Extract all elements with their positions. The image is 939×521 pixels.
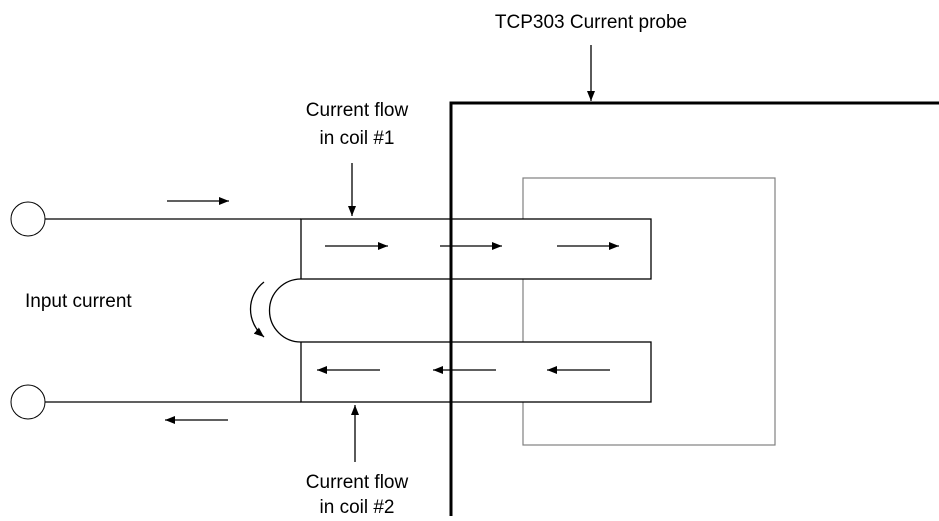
bend-flow-curved-arrow <box>250 281 265 338</box>
coil-u-bend <box>268 278 302 343</box>
probe-label: TCP303 Current probe <box>495 12 687 33</box>
coil-2 <box>300 341 652 403</box>
probe-core <box>522 177 776 446</box>
coil-1-label-line1: Current flow <box>306 100 409 121</box>
probe-body-outline <box>449 101 939 516</box>
input-current-label: Input current <box>25 291 132 312</box>
coil-2-label-line2: in coil #2 <box>320 497 395 516</box>
coil-2-label-line1: Current flow <box>306 472 409 493</box>
input-terminal-bottom <box>10 384 46 420</box>
input-terminal-top <box>10 201 46 237</box>
coil-1 <box>300 218 652 280</box>
coil-1-label-line2: in coil #1 <box>320 128 395 149</box>
